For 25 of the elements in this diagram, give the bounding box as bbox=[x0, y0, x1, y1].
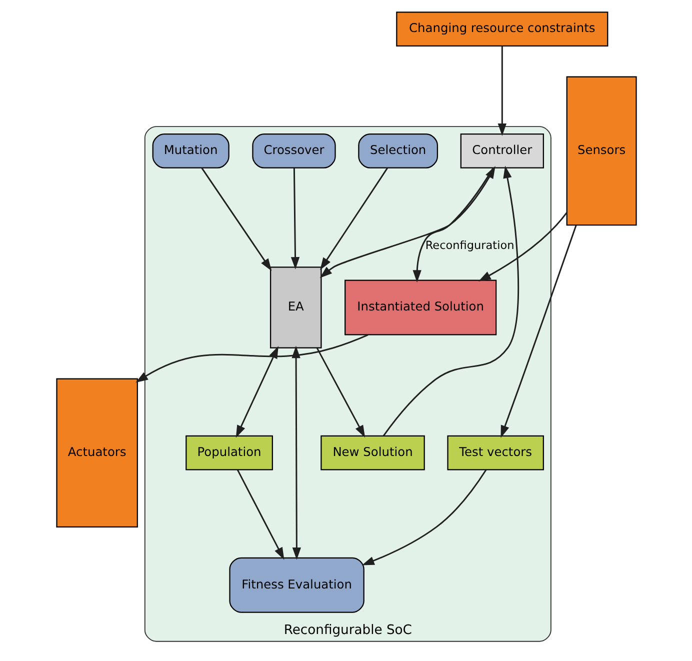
node-box: Test vectors bbox=[446, 435, 544, 470]
arrow bbox=[236, 469, 284, 560]
node-box: Selection bbox=[358, 133, 438, 168]
arrow bbox=[200, 167, 272, 271]
node-box: Changing resource constraints bbox=[396, 12, 608, 46]
node-box: Sensors bbox=[566, 76, 636, 226]
arrow bbox=[290, 168, 300, 270]
node-box: EA bbox=[269, 266, 322, 348]
node-box: Actuators bbox=[56, 378, 138, 528]
node-box: Mutation bbox=[152, 133, 229, 168]
arrow bbox=[361, 469, 486, 566]
node-box: Population bbox=[185, 435, 272, 470]
node-box: Fitness Evaluation bbox=[228, 557, 364, 613]
arrow bbox=[316, 348, 365, 438]
arrow bbox=[500, 225, 576, 438]
arrow bbox=[320, 167, 388, 270]
node-box: Controller bbox=[460, 133, 544, 168]
arrow bbox=[478, 212, 567, 282]
node-box: New Solution bbox=[320, 435, 424, 470]
node-box: Instantiated Solution bbox=[344, 280, 496, 336]
arrow bbox=[497, 46, 506, 136]
node-box: Crossover bbox=[252, 133, 336, 168]
edge-label: Reconfiguration bbox=[424, 239, 514, 252]
arrow bbox=[135, 334, 368, 383]
arrow bbox=[412, 167, 494, 283]
